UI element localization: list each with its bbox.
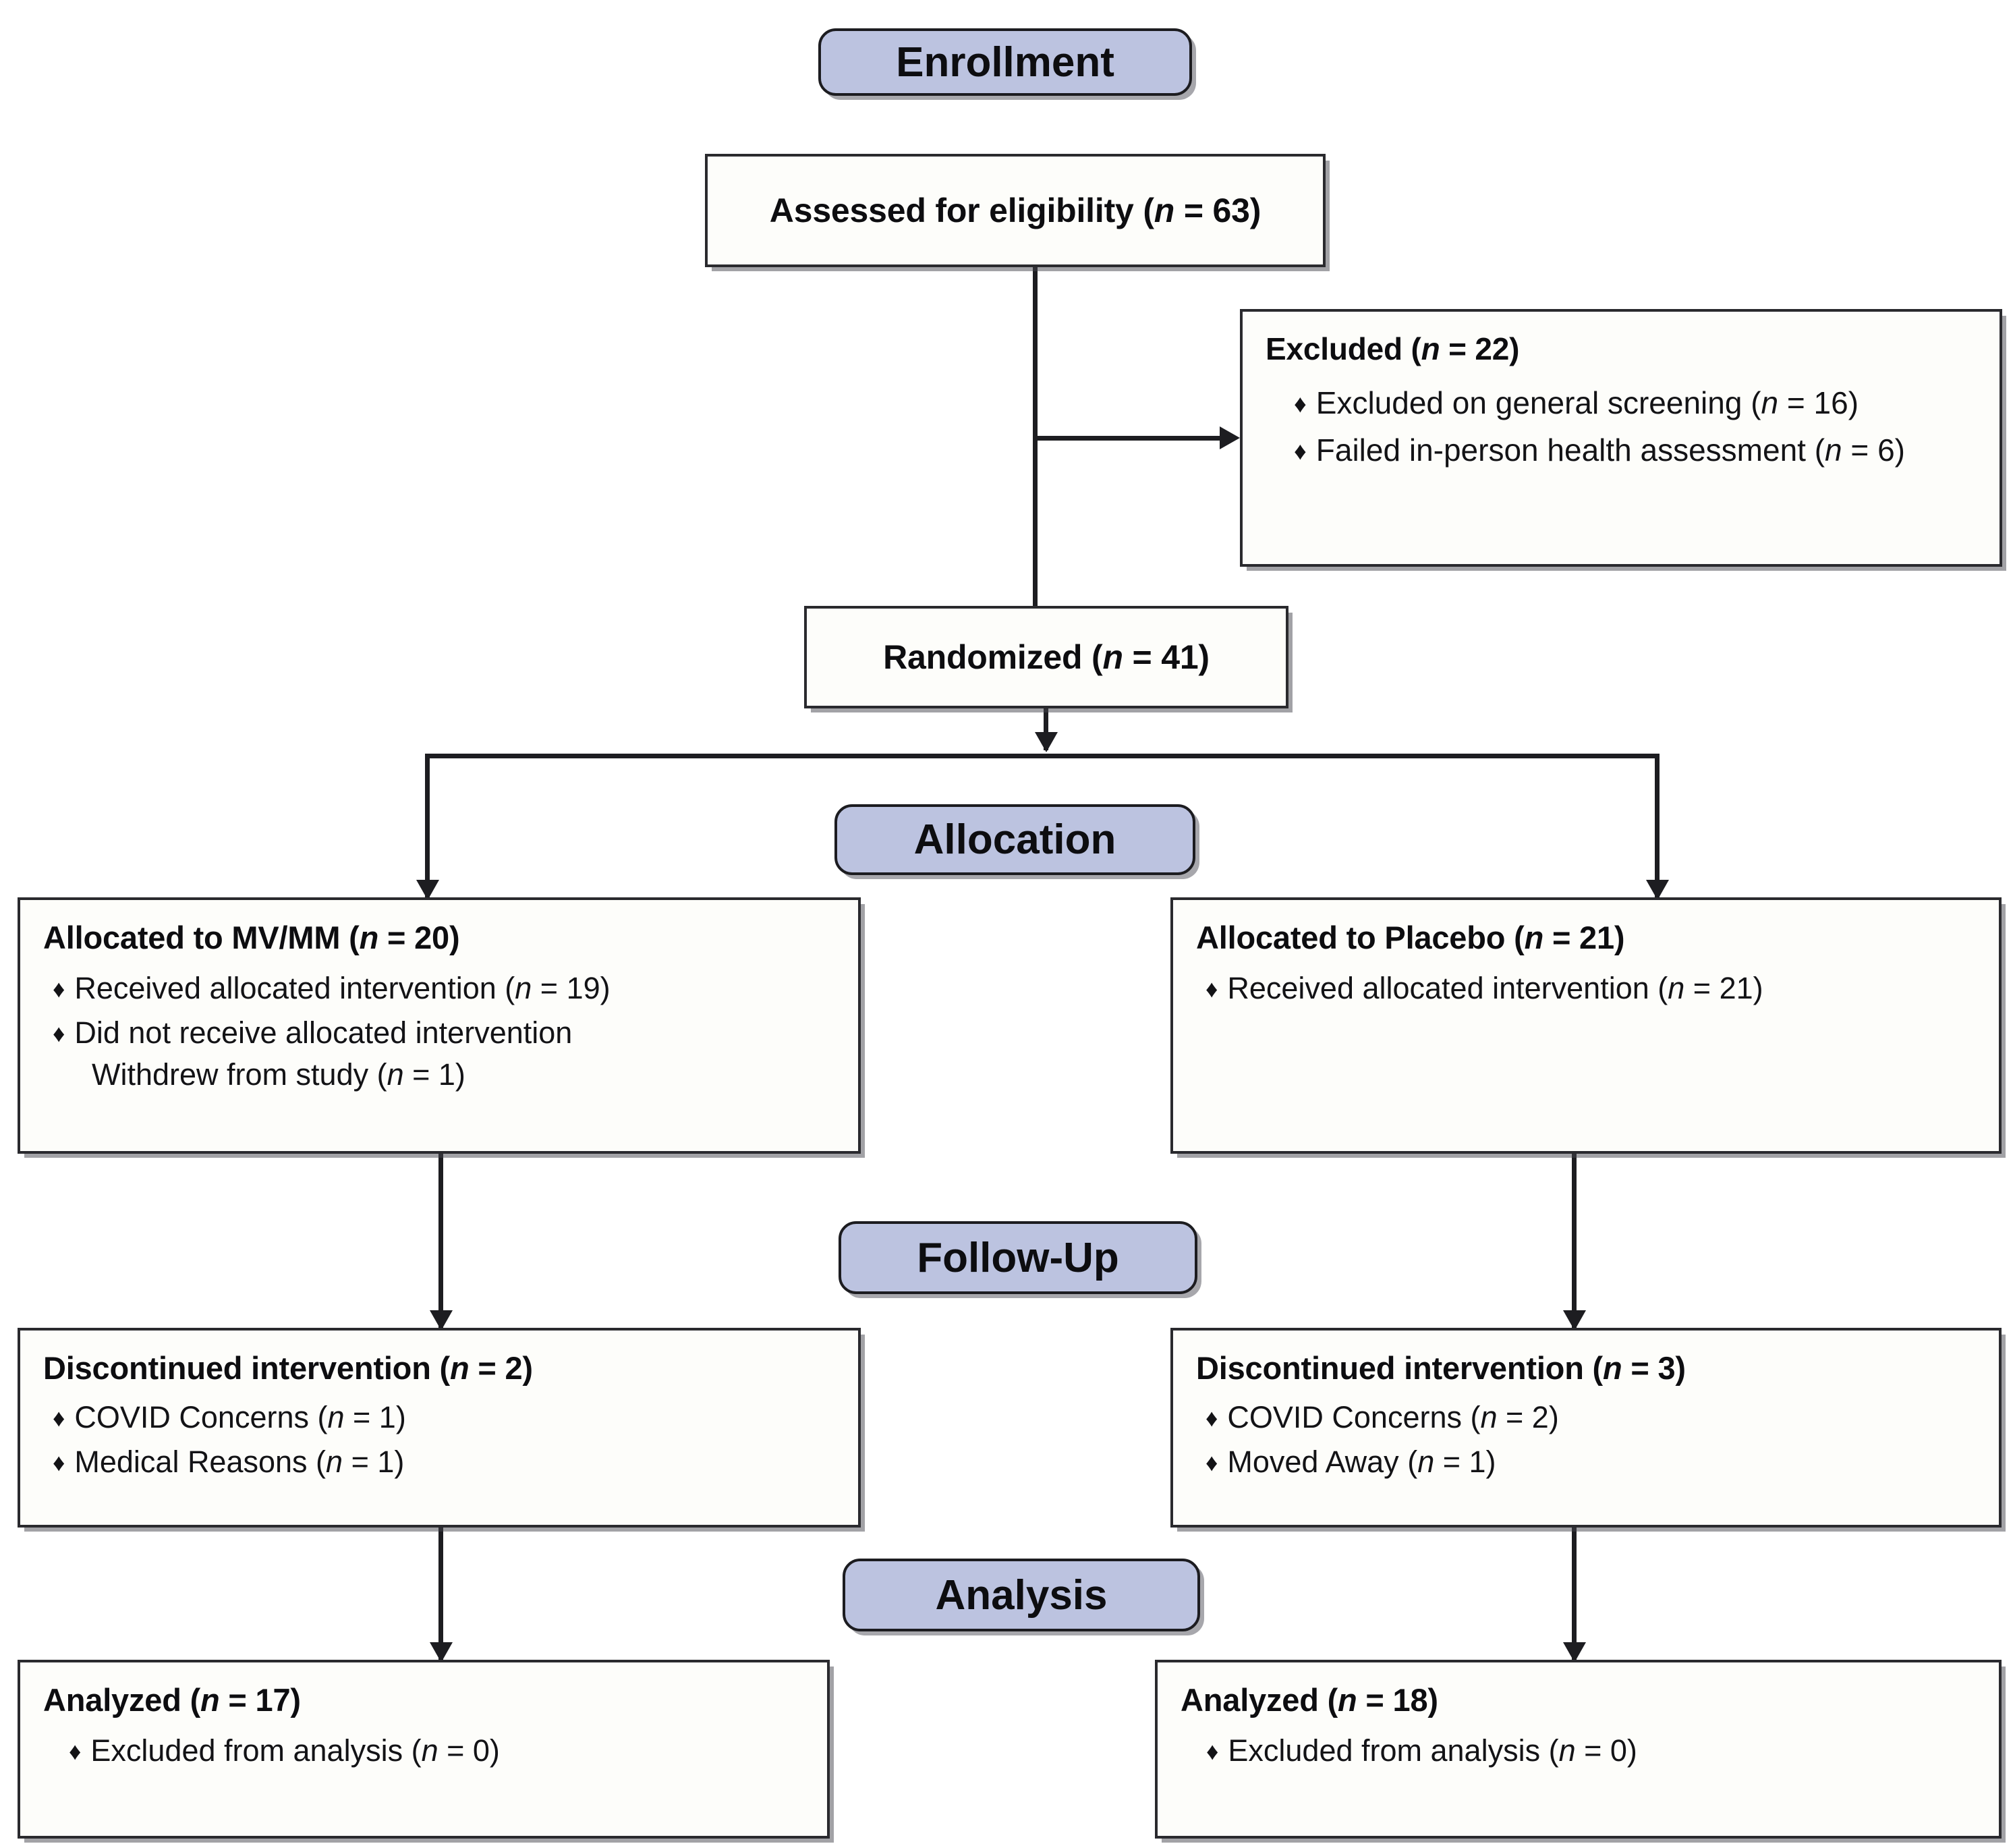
- list-item-text: Received allocated intervention (n = 19): [74, 971, 611, 1005]
- stage-banner-followup: Follow-Up: [839, 1221, 1197, 1294]
- n-variable: n: [1102, 638, 1123, 676]
- n-variable: n: [1558, 1733, 1576, 1768]
- diamond-bullet-icon: ♦: [1206, 1448, 1218, 1476]
- list-item: ♦ Moved Away (n = 1): [1206, 1445, 1976, 1480]
- list-item-text: COVID Concerns (n = 2): [1227, 1400, 1559, 1434]
- node-assessed-for-eligibility: Assessed for eligibility (n = 63): [705, 154, 1326, 267]
- node-discontinued-mvmm: Discontinued intervention (n = 2) ♦ COVI…: [18, 1328, 861, 1528]
- n-variable: n: [1417, 1445, 1435, 1479]
- node-randomized: Randomized (n = 41): [804, 606, 1288, 708]
- connector-trunk-to-excluded: [1033, 436, 1228, 441]
- list-item-text: Received allocated intervention (n = 21): [1227, 971, 1763, 1005]
- stage-label-followup: Follow-Up: [917, 1234, 1119, 1281]
- stage-banner-enrollment: Enrollment: [818, 28, 1192, 96]
- diamond-bullet-icon: ♦: [53, 1403, 65, 1432]
- excluded-title: Excluded (n = 22): [1266, 331, 1520, 366]
- n-variable: n: [200, 1682, 220, 1718]
- assessed-title: Assessed for eligibility (n = 63): [769, 192, 1261, 229]
- diamond-bullet-icon: ♦: [53, 974, 65, 1003]
- arrow-to-analysis-right: [1563, 1642, 1586, 1662]
- n-variable: n: [1421, 331, 1440, 366]
- stage-banner-allocation: Allocation: [834, 804, 1195, 875]
- arrow-to-excluded: [1220, 426, 1240, 449]
- stage-banner-analysis: Analysis: [843, 1559, 1200, 1631]
- n-variable: n: [359, 920, 379, 955]
- node-discontinued-placebo: Discontinued intervention (n = 3) ♦ COVI…: [1170, 1328, 2002, 1528]
- n-variable: n: [1154, 192, 1175, 229]
- list-item: ♦ COVID Concerns (n = 1): [53, 1400, 835, 1435]
- list-item: ♦ Failed in-person health assessment (n …: [1294, 432, 1977, 468]
- connector-follow-left-to-analysis-left: [438, 1528, 443, 1662]
- list-item: ♦ Received allocated intervention (n = 2…: [1206, 971, 1976, 1006]
- arrow-to-alloc-right: [1646, 880, 1669, 900]
- list-item-text: COVID Concerns (n = 1): [74, 1400, 406, 1434]
- n-variable: n: [1603, 1350, 1622, 1386]
- connector-randomized-down: [1044, 708, 1048, 750]
- arrow-to-follow-left: [430, 1310, 453, 1331]
- follow-right-title: Discontinued intervention (n = 3): [1196, 1350, 1686, 1386]
- diamond-bullet-icon: ♦: [1206, 1737, 1219, 1765]
- n-variable: n: [515, 971, 532, 1005]
- alloc-left-subline: Withdrew from study (n = 1): [92, 1057, 465, 1092]
- connector-alloc-left-to-follow-left: [438, 1154, 443, 1331]
- diamond-bullet-icon: ♦: [1206, 974, 1218, 1003]
- node-excluded: Excluded (n = 22) ♦ Excluded on general …: [1240, 309, 2002, 567]
- stage-label-enrollment: Enrollment: [896, 38, 1114, 86]
- arrow-to-follow-right: [1563, 1310, 1586, 1331]
- list-item-text: Excluded from analysis (n = 0): [1228, 1733, 1637, 1768]
- list-item: ♦ Received allocated intervention (n = 1…: [53, 971, 835, 1006]
- list-item: ♦ Excluded from analysis (n = 0): [69, 1733, 804, 1768]
- node-analyzed-placebo: Analyzed (n = 18) ♦ Excluded from analys…: [1155, 1660, 2002, 1839]
- list-item: ♦ Did not receive allocated intervention: [53, 1015, 835, 1051]
- list-item-text: Excluded from analysis (n = 0): [90, 1733, 500, 1768]
- list-item: ♦ Excluded on general screening (n = 16): [1294, 385, 1977, 421]
- node-allocated-placebo: Allocated to Placebo (n = 21) ♦ Received…: [1170, 897, 2002, 1154]
- connector-split-left: [425, 754, 430, 900]
- connector-follow-right-to-analysis-right: [1572, 1528, 1577, 1662]
- diamond-bullet-icon: ♦: [1294, 389, 1307, 418]
- alloc-right-title: Allocated to Placebo (n = 21): [1196, 920, 1625, 955]
- n-variable: n: [387, 1057, 404, 1092]
- list-item: ♦ COVID Concerns (n = 2): [1206, 1400, 1976, 1435]
- n-variable: n: [1338, 1682, 1357, 1718]
- diamond-bullet-icon: ♦: [53, 1019, 65, 1047]
- analysis-left-title: Analyzed (n = 17): [43, 1682, 301, 1718]
- stage-label-analysis: Analysis: [935, 1571, 1108, 1619]
- n-variable: n: [327, 1400, 345, 1434]
- connector-alloc-right-to-follow-right: [1572, 1154, 1577, 1331]
- n-variable: n: [1524, 920, 1544, 955]
- node-allocated-mvmm: Allocated to MV/MM (n = 20) ♦ Received a…: [18, 897, 861, 1154]
- n-variable: n: [1825, 432, 1842, 468]
- list-item-text: Excluded on general screening (n = 16): [1315, 385, 1859, 420]
- n-variable: n: [1480, 1400, 1498, 1434]
- diamond-bullet-icon: ♦: [1206, 1403, 1218, 1432]
- list-item-text: Moved Away (n = 1): [1227, 1445, 1496, 1479]
- list-item-text: Medical Reasons (n = 1): [74, 1445, 405, 1479]
- randomized-title: Randomized (n = 41): [883, 638, 1210, 676]
- follow-left-title: Discontinued intervention (n = 2): [43, 1350, 533, 1386]
- node-analyzed-mvmm: Analyzed (n = 17) ♦ Excluded from analys…: [18, 1660, 830, 1839]
- n-variable: n: [1668, 971, 1685, 1005]
- n-variable: n: [450, 1350, 470, 1386]
- arrow-to-analysis-left: [430, 1642, 453, 1662]
- list-item-text: Did not receive allocated intervention: [74, 1015, 573, 1050]
- diamond-bullet-icon: ♦: [1294, 437, 1307, 465]
- n-variable: n: [1761, 385, 1779, 420]
- diamond-bullet-icon: ♦: [69, 1737, 82, 1765]
- arrow-randomized-to-split: [1035, 732, 1058, 752]
- connector-split-right: [1655, 754, 1660, 900]
- analysis-right-title: Analyzed (n = 18): [1181, 1682, 1438, 1718]
- list-item: ♦ Excluded from analysis (n = 0): [1206, 1733, 1976, 1768]
- stage-label-allocation: Allocation: [913, 816, 1116, 863]
- list-item: ♦ Medical Reasons (n = 1): [53, 1445, 835, 1480]
- arrow-to-alloc-left: [416, 880, 439, 900]
- diamond-bullet-icon: ♦: [53, 1448, 65, 1476]
- split-bar-allocation: [425, 754, 1660, 758]
- n-variable: n: [326, 1445, 343, 1479]
- list-item-text: Failed in-person health assessment (n = …: [1315, 432, 1905, 468]
- alloc-left-title: Allocated to MV/MM (n = 20): [43, 920, 460, 955]
- n-variable: n: [421, 1733, 438, 1768]
